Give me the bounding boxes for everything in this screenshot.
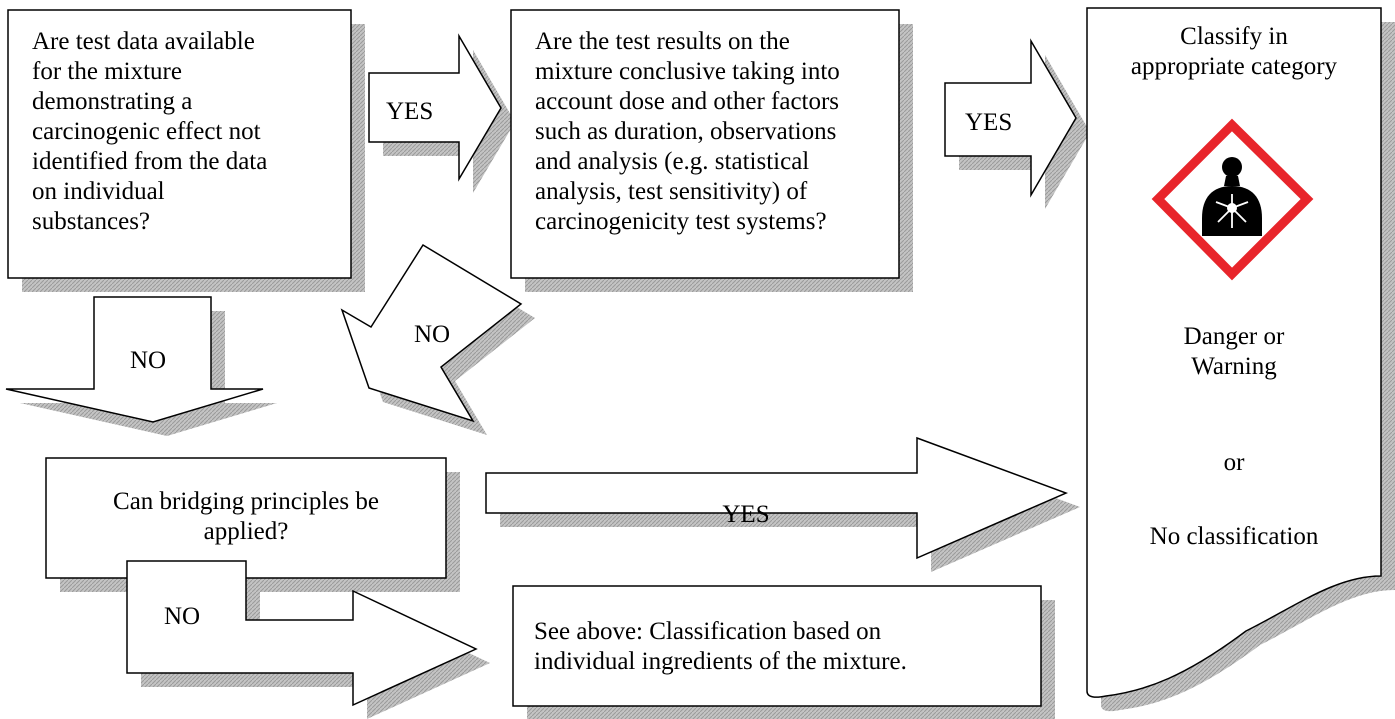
no-classification-text: No classification <box>1149 523 1319 550</box>
yes-arrow-right-3 <box>485 436 1069 560</box>
no-arrow-diagonal <box>340 243 523 423</box>
question-1-text: Are test data available for the mixture … <box>32 28 268 235</box>
yes-label-1: YES <box>386 98 434 125</box>
yes-arrow-right-2 <box>944 38 1077 198</box>
question-box-2 <box>510 9 900 279</box>
yes-label-2: YES <box>965 109 1013 136</box>
question-box-3 <box>45 457 447 579</box>
no-arrow-elbow <box>126 560 478 707</box>
no-arrow-down-1 <box>5 296 264 423</box>
question-2-text: Are the test results on the mixture conc… <box>535 28 840 235</box>
question-box-1 <box>7 9 352 279</box>
no-label-1: NO <box>130 347 167 374</box>
see-above-box <box>512 585 1042 707</box>
result-heading: Classify in appropriate category <box>1130 23 1338 80</box>
health-hazard-icon <box>1151 118 1314 281</box>
see-above-text: See above: Classification based on indiv… <box>534 618 907 675</box>
question-3-text: Can bridging principles be applied? <box>113 488 379 545</box>
no-label-2: NO <box>414 321 451 348</box>
result-panel <box>1086 7 1382 698</box>
signal-word-text: Danger or Warning <box>1183 323 1285 380</box>
yes-arrow-right-1 <box>368 33 502 182</box>
yes-label-3: YES <box>722 501 770 528</box>
or-text: or <box>1223 449 1245 476</box>
no-label-3: NO <box>164 603 201 630</box>
